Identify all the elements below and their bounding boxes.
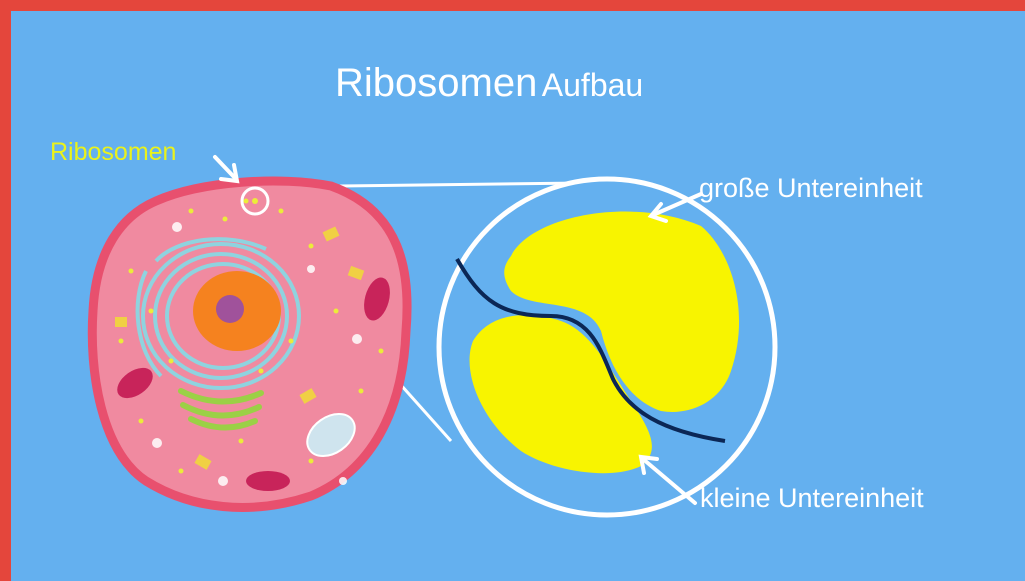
ribosome-dot [252,198,258,204]
animal-cell [92,181,407,507]
title-main: Ribosomen [335,61,537,105]
diagram-panel: Ribosomen Aufbau Ribosomen große Unterei… [11,11,1025,581]
ribosomes-label: Ribosomen [50,138,176,167]
large-subunit-label: große Untereinheit [699,173,923,204]
ribosomes-arrow [215,157,237,181]
title-sub: Aufbau [542,67,643,103]
small-subunit-label: kleine Untereinheit [700,483,924,514]
page-title: Ribosomen Aufbau [335,61,643,106]
nucleolus [216,295,244,323]
